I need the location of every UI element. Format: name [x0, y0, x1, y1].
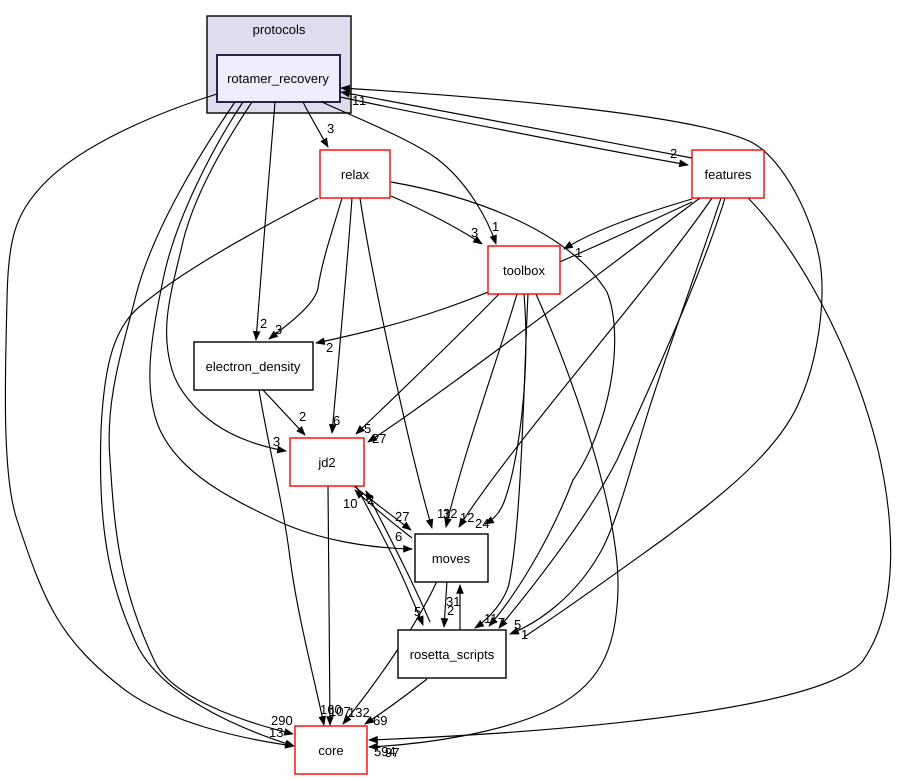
svg-text:1: 1 [359, 93, 366, 108]
svg-text:32: 32 [443, 506, 457, 521]
svg-text:3: 3 [471, 225, 478, 240]
svg-text:rosetta_scripts: rosetta_scripts [410, 647, 495, 662]
svg-text:2: 2 [447, 603, 454, 618]
svg-text:core: core [318, 743, 343, 758]
svg-text:relax: relax [341, 167, 370, 182]
svg-text:27: 27 [395, 509, 409, 524]
svg-text:1: 1 [492, 219, 499, 234]
svg-text:5: 5 [514, 617, 521, 632]
svg-text:protocols: protocols [253, 22, 306, 37]
svg-text:12: 12 [460, 510, 474, 525]
svg-text:1: 1 [352, 93, 359, 108]
svg-text:5: 5 [364, 421, 371, 436]
svg-text:6: 6 [395, 529, 402, 544]
svg-text:1: 1 [575, 245, 582, 260]
svg-text:toolbox: toolbox [503, 263, 545, 278]
svg-text:107: 107 [329, 704, 351, 719]
svg-text:594: 594 [374, 744, 396, 759]
svg-text:31: 31 [446, 594, 460, 609]
svg-text:2: 2 [260, 316, 267, 331]
svg-text:6: 6 [333, 413, 340, 428]
svg-text:97: 97 [385, 745, 399, 760]
svg-text:10: 10 [343, 496, 357, 511]
svg-text:290: 290 [271, 713, 293, 728]
svg-text:electron_density: electron_density [206, 359, 301, 374]
svg-text:rotamer_recovery: rotamer_recovery [227, 71, 329, 86]
svg-text:features: features [705, 167, 752, 182]
svg-text:5: 5 [414, 604, 421, 619]
svg-text:13: 13 [269, 725, 283, 740]
svg-text:69: 69 [373, 713, 387, 728]
svg-text:2: 2 [299, 409, 306, 424]
svg-text:2: 2 [326, 340, 333, 355]
svg-text:2: 2 [670, 146, 677, 161]
svg-text:jd2: jd2 [317, 455, 335, 470]
svg-text:11: 11 [484, 611, 498, 626]
svg-text:132: 132 [348, 705, 370, 720]
svg-text:27: 27 [372, 431, 386, 446]
svg-text:3: 3 [273, 434, 280, 449]
svg-text:3: 3 [327, 121, 334, 136]
svg-text:160: 160 [320, 702, 342, 717]
svg-text:7: 7 [498, 615, 505, 630]
svg-text:2: 2 [367, 492, 374, 507]
svg-text:11: 11 [437, 506, 451, 521]
svg-text:1: 1 [521, 627, 528, 642]
svg-text:moves: moves [432, 551, 471, 566]
svg-text:3: 3 [275, 322, 282, 337]
svg-text:24: 24 [475, 516, 489, 531]
